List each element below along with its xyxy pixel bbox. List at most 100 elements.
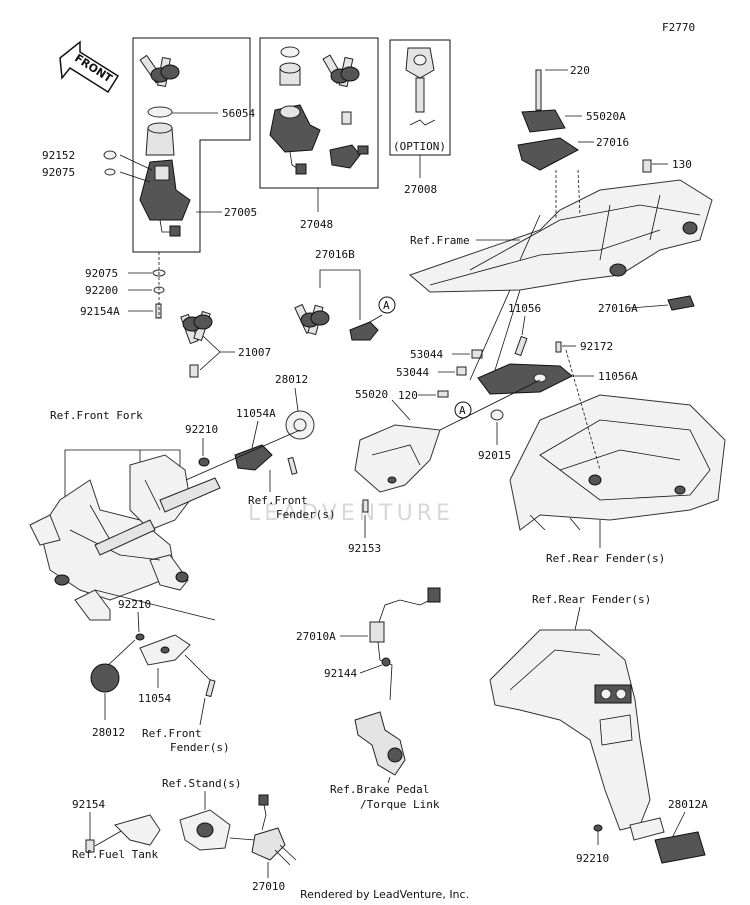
- nut-92210-a: [198, 457, 210, 467]
- label-27016b: 27016B: [315, 248, 355, 261]
- ignition-keys-3: [294, 303, 330, 336]
- nut-92210-c: [593, 824, 603, 832]
- label-11056a: 11056A: [598, 370, 638, 383]
- bolt-220: [535, 69, 542, 111]
- ref-stand: Ref.Stand(s): [162, 777, 241, 790]
- ref-rear-fender-1: Ref.Rear Fender(s): [546, 552, 665, 565]
- label-28012-top: 28012: [275, 373, 308, 386]
- washer-small: [280, 46, 300, 58]
- label-27016a: 27016A: [598, 302, 638, 315]
- footer-credit: Rendered by LeadVenture, Inc.: [300, 888, 469, 901]
- rear-fender-lower: [489, 629, 665, 841]
- seat-lock-27016b: [349, 314, 383, 341]
- brake-pedal: [354, 711, 406, 776]
- brake-switch-27010a: [369, 587, 441, 701]
- nut-92152: [103, 150, 117, 160]
- bolt-92154: [85, 839, 95, 853]
- bolt-front-fender: [287, 456, 298, 475]
- ref-front-fender-1a: Ref.Front: [248, 494, 308, 507]
- label-92015: 92015: [478, 449, 511, 462]
- cover-55020: [354, 424, 441, 493]
- label-92153: 92153: [348, 542, 381, 555]
- key-blank-27008: [405, 47, 435, 113]
- bolt-120: [437, 390, 449, 398]
- label-27010a: 27010A: [296, 630, 336, 643]
- label-92210-a: 92210: [185, 423, 218, 436]
- label-220: 220: [570, 64, 590, 77]
- label-92172: 92172: [580, 340, 613, 353]
- label-55020a: 55020A: [586, 110, 626, 123]
- label-120: 120: [398, 389, 418, 402]
- label-28012a: 28012A: [668, 798, 708, 811]
- spring-92144: [381, 657, 391, 667]
- seat-lock-27016: [517, 137, 579, 171]
- figure-code: F2770: [662, 21, 695, 34]
- label-53044-a: 53044: [410, 348, 443, 361]
- label-92154a: 92154A: [80, 305, 120, 318]
- grommet-53044-a: [471, 349, 483, 359]
- bracket-11054: [139, 634, 191, 666]
- front-arrow-icon: FRONT: [59, 40, 120, 94]
- label-53044-b: 53044: [396, 366, 429, 379]
- callout-a-1: [378, 296, 396, 314]
- label-92200: 92200: [85, 284, 118, 297]
- callout-a-2-label: A: [459, 404, 466, 417]
- label-92210-c: 92210: [576, 852, 609, 865]
- bolt-front-fender-2: [205, 679, 216, 698]
- washer-56054: [147, 106, 173, 118]
- ref-front-fender-1b: Fender(s): [276, 508, 336, 521]
- label-92154: 92154: [72, 798, 105, 811]
- side-stand-switch-mount: [179, 809, 231, 851]
- option-label: (OPTION): [393, 140, 446, 153]
- label-92075-lower: 92075: [85, 267, 118, 280]
- fuel-tank-bracket: [114, 814, 161, 846]
- nut-92210-b: [135, 633, 145, 641]
- label-55020: 55020: [355, 388, 388, 401]
- label-11054: 11054: [138, 692, 171, 705]
- ignition-switch-27048: [269, 104, 321, 175]
- label-92210-b: 92210: [118, 598, 151, 611]
- label-27005: 27005: [224, 206, 257, 219]
- label-130: 130: [672, 158, 692, 171]
- label-56054: 56054: [222, 107, 255, 120]
- group-box-27008: [389, 39, 451, 156]
- reflector-28012a: [654, 831, 706, 864]
- ref-front-fender-2b: Fender(s): [170, 741, 230, 754]
- label-27008: 27008: [404, 183, 437, 196]
- label-11054a: 11054A: [236, 407, 276, 420]
- ignition-keys-2: [322, 54, 360, 88]
- front-fork-assembly: [29, 454, 221, 621]
- grommet-53044-b: [456, 366, 467, 376]
- bracket-11054a: [234, 444, 273, 471]
- callout-a-2: [454, 401, 472, 419]
- pin-11056: [514, 335, 528, 357]
- group-box-27005: [132, 37, 251, 253]
- bolt-92154a: [155, 303, 162, 319]
- ref-brake-pedal-a: Ref.Brake Pedal: [330, 783, 429, 796]
- label-27048: 27048: [300, 218, 333, 231]
- cap-21007: [189, 364, 199, 378]
- side-stand-switch-27010: [251, 794, 297, 866]
- label-27010: 27010: [252, 880, 285, 893]
- rear-fender-upper: [509, 394, 726, 531]
- ref-brake-pedal-b: /Torque Link: [360, 798, 440, 811]
- bolt-130: [642, 159, 652, 173]
- group-box-27048: [259, 37, 379, 189]
- watermark: LEADVENTURE: [248, 501, 454, 526]
- ignition-keys-21007: [180, 310, 213, 345]
- ref-front-fork: Ref.Front Fork: [50, 409, 143, 422]
- key-profile: [409, 119, 436, 126]
- ignition-keys-1: [139, 54, 180, 88]
- ref-rear-fender-2: Ref.Rear Fender(s): [532, 593, 651, 606]
- seat-lock-27048: [329, 144, 369, 169]
- label-27016: 27016: [596, 136, 629, 149]
- ref-front-fender-2a: Ref.Front: [142, 727, 202, 740]
- label-28012-lower: 28012: [92, 726, 125, 739]
- label-11056: 11056: [508, 302, 541, 315]
- bolt-92172: [555, 341, 562, 353]
- ref-fuel-tank: Ref.Fuel Tank: [72, 848, 158, 861]
- callout-a-1-label: A: [383, 299, 390, 312]
- seat-lock-cap: [341, 111, 352, 125]
- bracket-11056a: [477, 363, 573, 395]
